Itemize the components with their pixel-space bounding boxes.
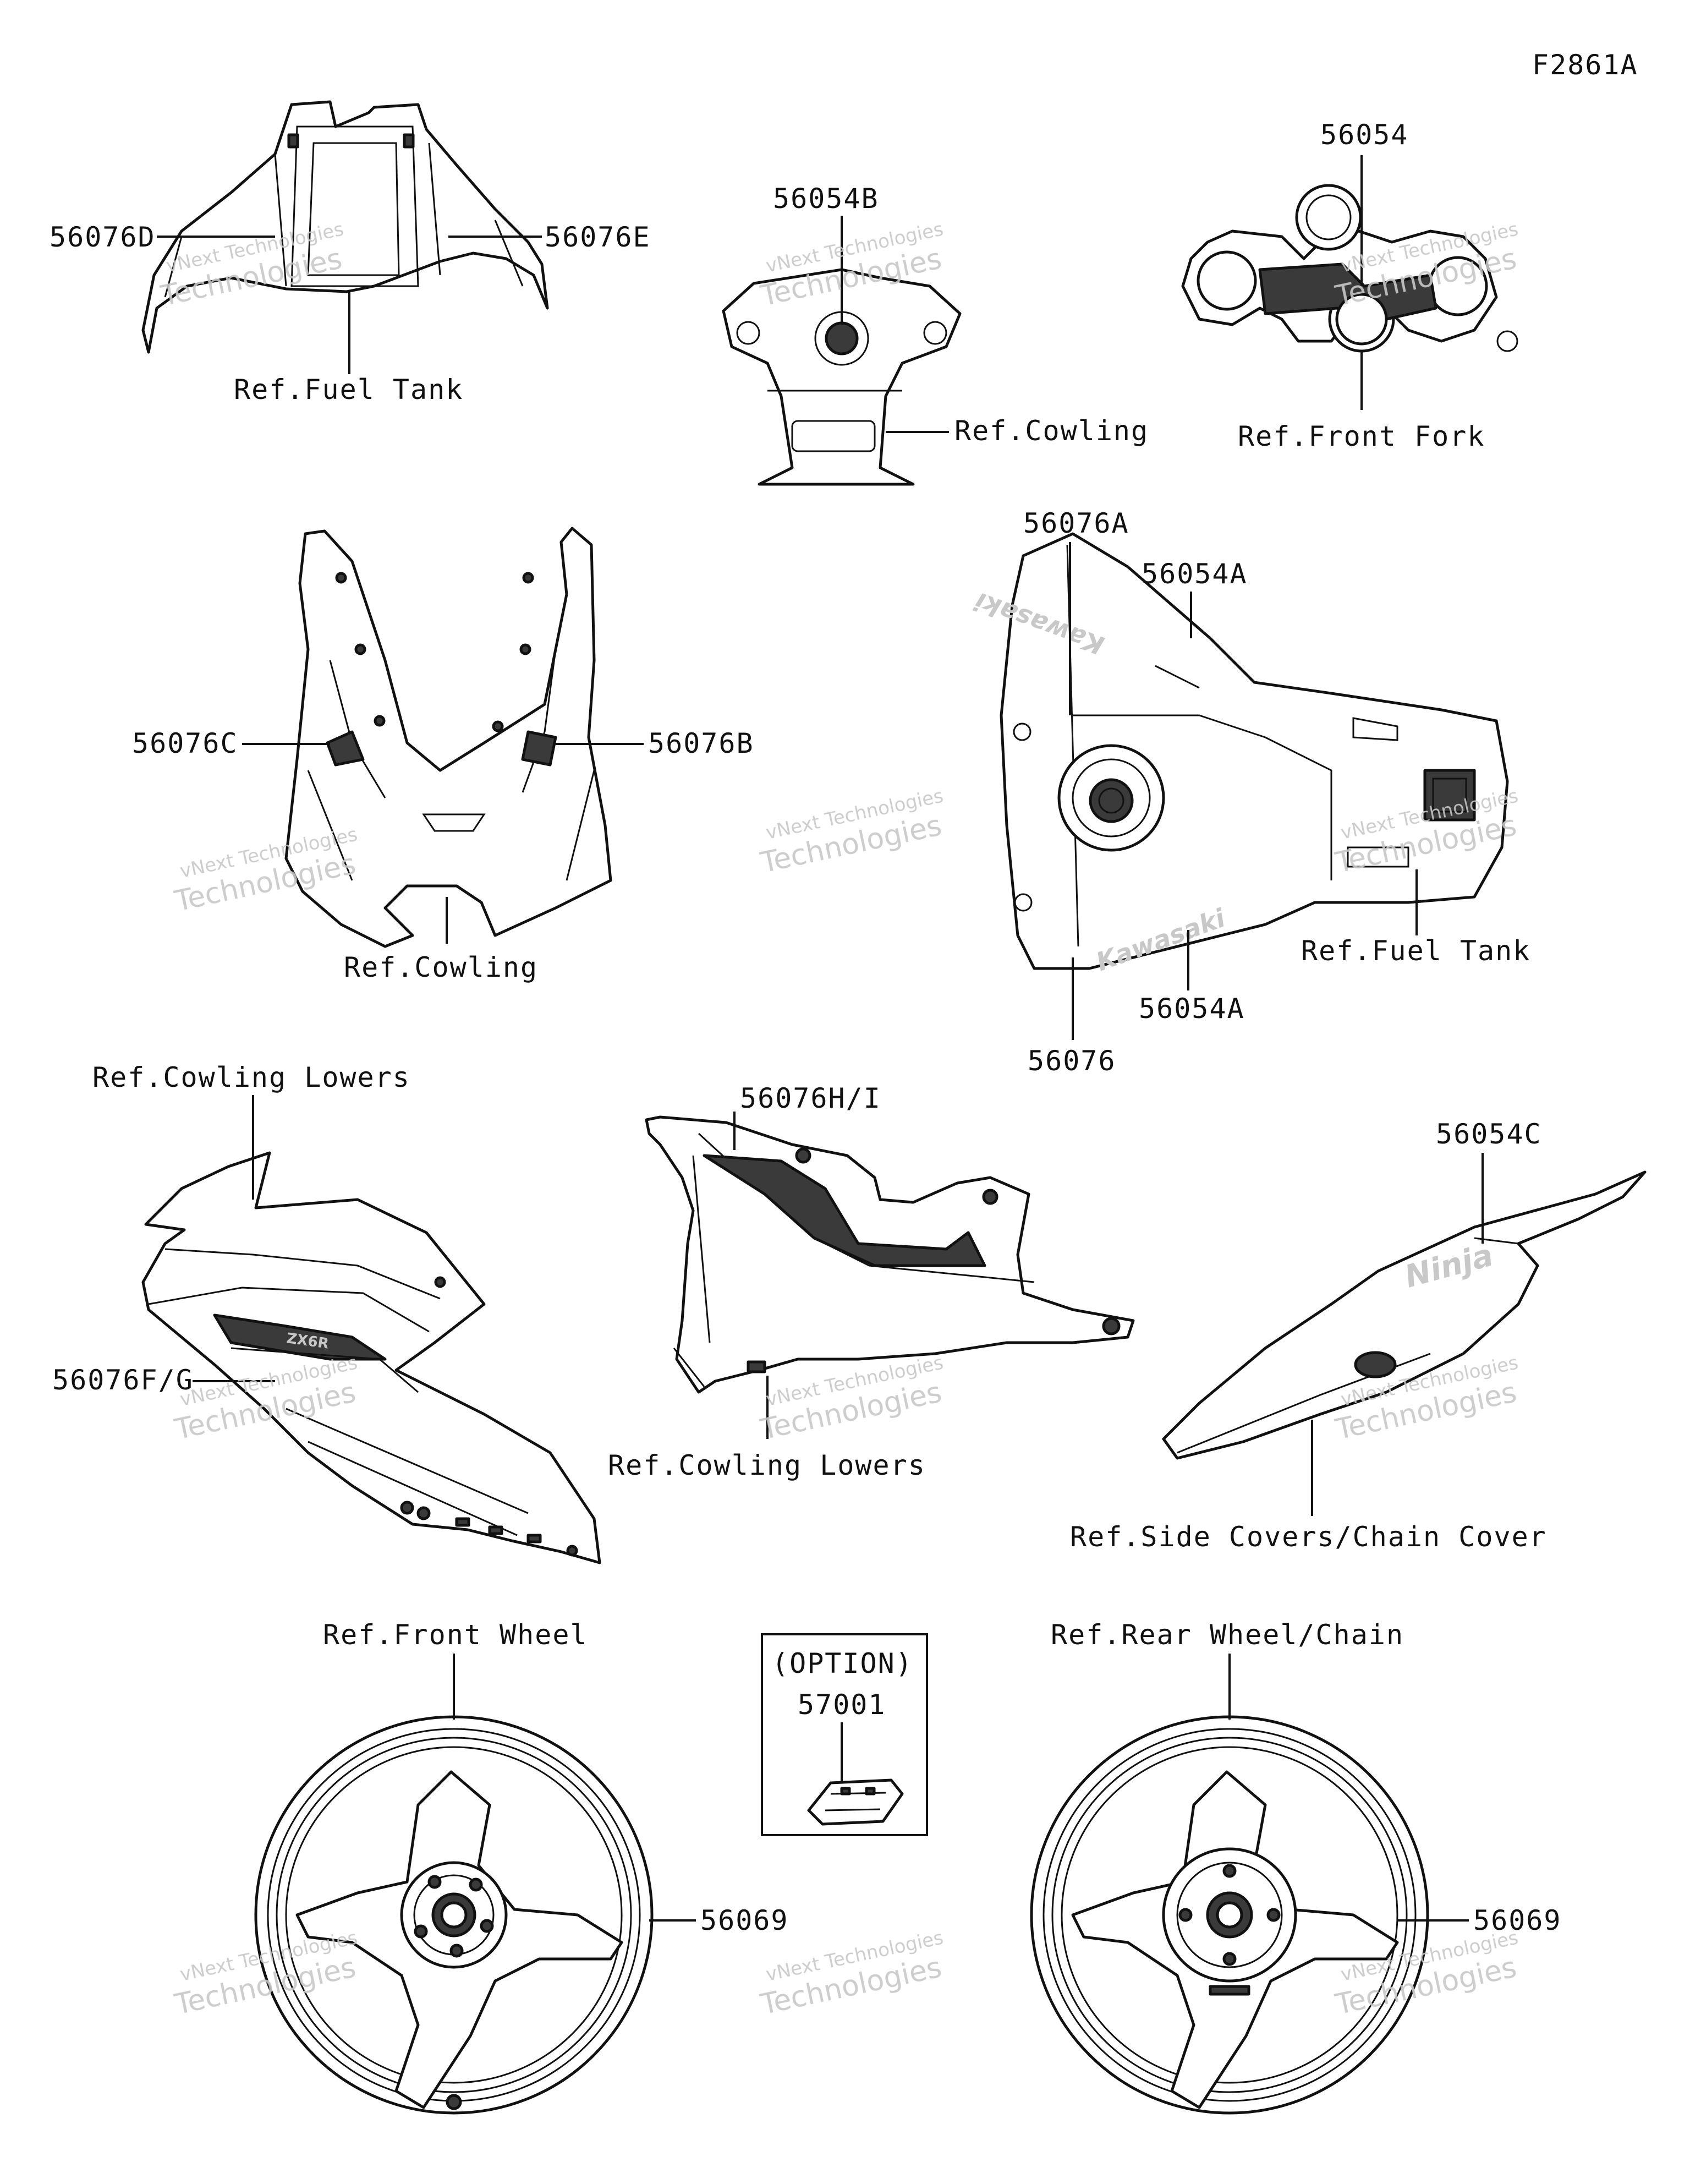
label-56076FG: 56076F/G	[52, 1364, 194, 1396]
label-56076: 56076	[1028, 1045, 1116, 1077]
label-56054C: 56054C	[1436, 1118, 1542, 1150]
side-fairing-part: ZX6R	[141, 1151, 601, 1564]
tank-cover-part	[141, 100, 549, 354]
label-ref-front-fork: Ref.Front Fork	[1238, 420, 1485, 452]
lower-cowl-part	[645, 1115, 1135, 1394]
label-56054: 56054	[1320, 119, 1409, 151]
front-wheel-part	[254, 1715, 654, 2115]
rear-wheel-part	[1030, 1715, 1429, 2115]
label-ref-cowling-lowers-2: Ref.Cowling Lowers	[608, 1449, 926, 1481]
label-ref-fuel-tank-2: Ref.Fuel Tank	[1301, 935, 1530, 967]
label-56076C: 56076C	[132, 727, 238, 759]
label-ref-cowling-2: Ref.Cowling	[344, 951, 538, 983]
fuel-tank-part: Kawasaki Kawasaki	[970, 532, 1509, 977]
label-56076D: 56076D	[50, 221, 156, 253]
label-56069-rear: 56069	[1473, 1904, 1562, 1936]
label-57001: 57001	[798, 1689, 886, 1721]
label-ref-front-wheel: Ref.Front Wheel	[323, 1619, 588, 1651]
label-56069-front: 56069	[700, 1904, 789, 1936]
label-56076HI: 56076H/I	[740, 1082, 881, 1114]
label-option: (OPTION)	[772, 1647, 913, 1679]
label-ref-cowling-1: Ref.Cowling	[954, 415, 1149, 447]
label-56076B: 56076B	[648, 727, 754, 759]
label-56054B: 56054B	[773, 183, 879, 215]
label-ref-rear-wheel: Ref.Rear Wheel/Chain	[1051, 1619, 1404, 1651]
top-bridge-part	[1181, 184, 1518, 353]
label-56076A: 56076A	[1023, 507, 1129, 539]
option-box	[761, 1633, 928, 1836]
label-56054A-top: 56054A	[1142, 558, 1248, 590]
label-ref-fuel-tank-1: Ref.Fuel Tank	[234, 374, 463, 406]
label-56054A-bottom: 56054A	[1139, 993, 1245, 1025]
label-ref-side-covers: Ref.Side Covers/Chain Cover	[1070, 1521, 1547, 1553]
label-56076E: 56076E	[545, 221, 651, 253]
meter-panel-part	[722, 268, 962, 486]
upper-cowling-part	[284, 527, 612, 948]
option-decal-part	[807, 1778, 904, 1826]
label-ref-cowling-lowers-1: Ref.Cowling Lowers	[92, 1061, 410, 1093]
figure-id: F2861A	[1532, 49, 1638, 81]
